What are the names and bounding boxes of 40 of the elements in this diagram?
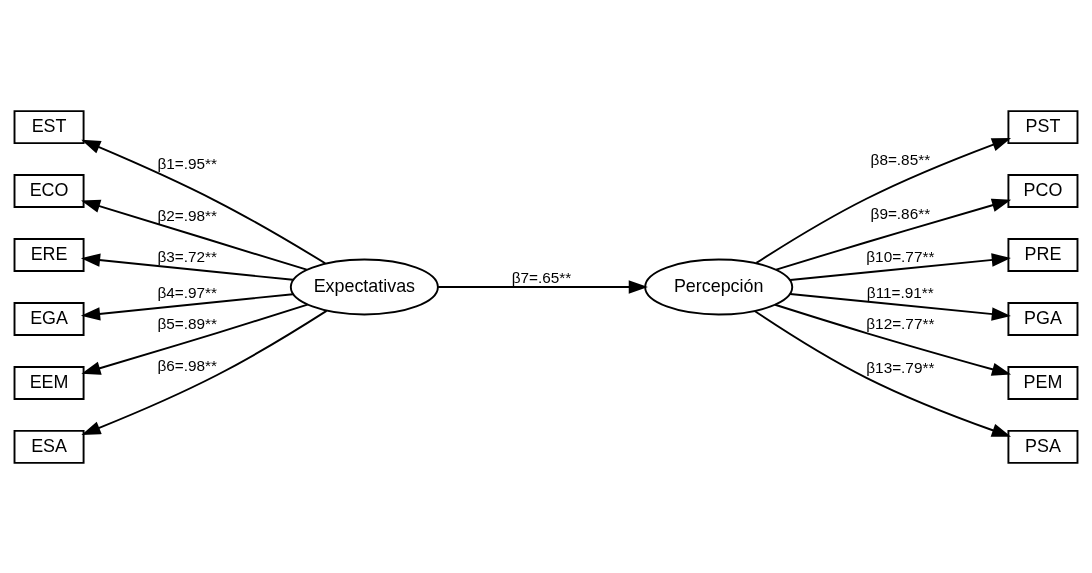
edge-label: β12=.77** bbox=[866, 314, 935, 332]
edge-label: β10=.77** bbox=[866, 247, 935, 265]
edge-label: β1=.95** bbox=[157, 154, 217, 172]
node-box: EEM bbox=[13, 365, 85, 400]
node-box: ERE bbox=[13, 237, 85, 272]
edge-label: β9=.86** bbox=[870, 204, 931, 222]
node-ellipse: Percepción bbox=[644, 258, 794, 315]
node-box: PEM bbox=[1007, 365, 1079, 400]
arrow bbox=[437, 279, 648, 294]
edge-label: β8=.85** bbox=[870, 150, 931, 168]
arrow bbox=[81, 199, 308, 271]
edge-label: β2=.98** bbox=[157, 206, 217, 224]
edge-label: β11=.91** bbox=[866, 283, 934, 301]
edge-label: β4=.97** bbox=[157, 283, 217, 301]
edge-label: β3=.72** bbox=[157, 247, 217, 265]
node-ellipse: Expectativas bbox=[289, 258, 439, 315]
node-box: PSA bbox=[1007, 429, 1079, 464]
arrow bbox=[81, 309, 328, 435]
arrow bbox=[754, 309, 1012, 437]
node-box: PRE bbox=[1007, 237, 1079, 272]
edge-label: β7=.65** bbox=[511, 268, 572, 286]
node-box: PST bbox=[1007, 109, 1079, 144]
edge-label: β6=.98** bbox=[157, 356, 217, 374]
node-box: EST bbox=[13, 109, 85, 144]
arrow bbox=[81, 139, 327, 264]
node-box: PCO bbox=[1007, 173, 1079, 208]
edge-label: β5=.89** bbox=[157, 314, 217, 332]
arrow bbox=[789, 252, 1011, 281]
arrow bbox=[80, 292, 294, 321]
arrow bbox=[789, 292, 1011, 321]
node-box: ECO bbox=[13, 173, 85, 208]
arrow bbox=[80, 252, 294, 281]
arrow bbox=[774, 303, 1012, 376]
node-box: PGA bbox=[1007, 301, 1079, 336]
node-box: EGA bbox=[13, 301, 85, 336]
node-box: ESA bbox=[13, 429, 85, 464]
arrow bbox=[775, 198, 1012, 271]
arrow bbox=[81, 303, 309, 375]
arrow bbox=[755, 137, 1012, 264]
edge-label: β13=.79** bbox=[866, 358, 935, 376]
